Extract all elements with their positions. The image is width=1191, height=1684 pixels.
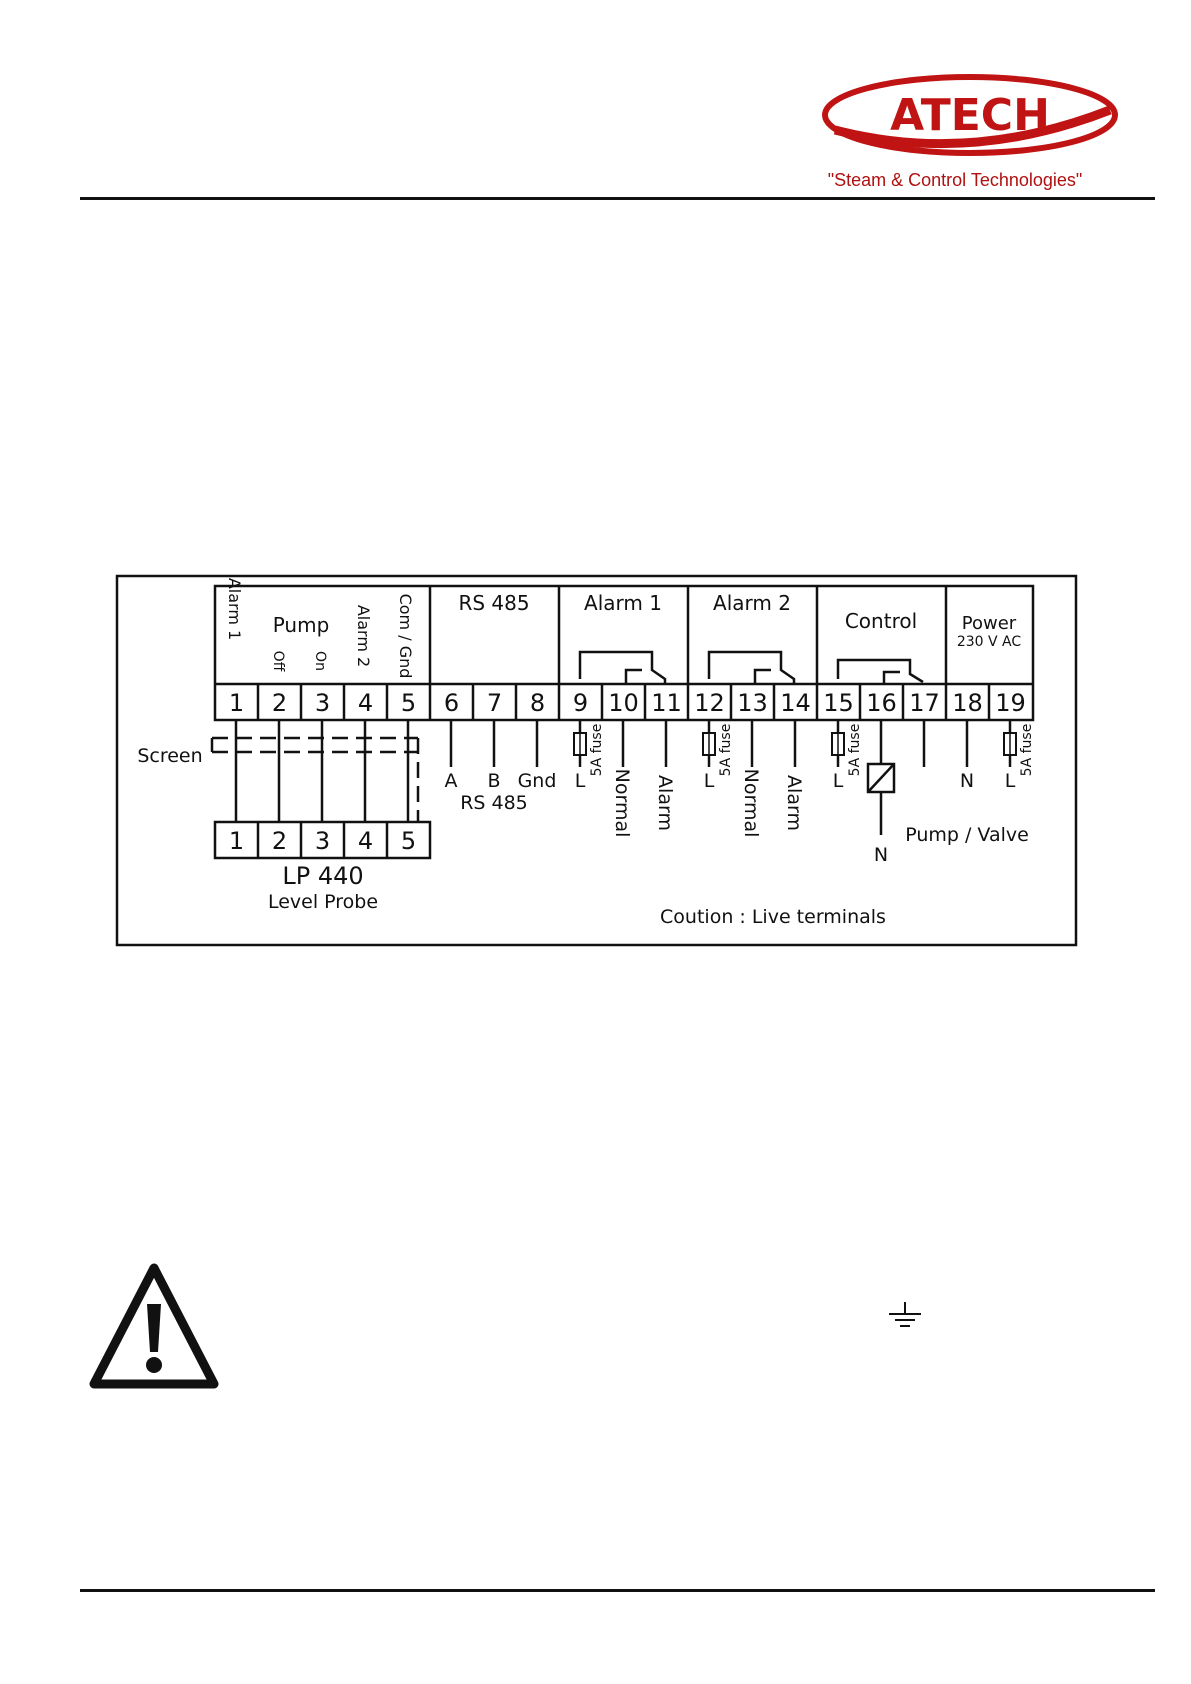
wire-label-l19: L [1005,770,1016,792]
terminal-7: 7 [487,689,502,717]
vlabel-com-gnd: Com / Gnd [396,594,415,679]
group-pump: Pump [273,613,330,637]
wire-label-normal-13: Normal [740,769,762,838]
terminal-8: 8 [530,689,545,717]
terminal-3: 3 [315,689,330,717]
vlabel-off: Off [270,651,286,672]
terminal-15: 15 [823,689,854,717]
wire-label-a: A [445,770,458,792]
terminal-16: 16 [866,689,897,717]
group-power: Power [962,613,1017,634]
terminal-4: 4 [358,689,373,717]
terminal-17: 17 [909,689,940,717]
wire-label-gnd: Gnd [518,770,557,792]
terminal-19: 19 [995,689,1026,717]
probe-terminal-5: 5 [401,827,416,855]
diagram-frame [115,574,1078,947]
wire-label-l12: L [704,770,715,792]
fuse-label-12: 5A fuse [718,724,734,777]
wire-label-n-load: N [874,844,888,866]
wire-label-normal-10: Normal [611,769,633,838]
terminal-13: 13 [737,689,768,717]
terminal-11: 11 [651,689,682,717]
terminal-2: 2 [272,689,287,717]
probe-terminal-1: 1 [229,827,244,855]
wire-label-b: B [487,770,500,792]
logo-text: ATECH [890,90,1050,141]
wire-label-rs485: RS 485 [460,792,528,814]
group-alarm2: Alarm 2 [713,591,791,615]
earth-ground-icon [889,1302,921,1327]
fuse-label-15: 5A fuse [847,724,863,777]
group-power-sub: 230 V AC [957,634,1022,650]
probe-model: LP 440 [282,862,363,890]
caution-text: Coution : Live terminals [660,906,886,928]
probe-terminal-3: 3 [315,827,330,855]
probe-name: Level Probe [268,891,378,913]
header-rule [80,197,1155,200]
wire-label-l9: L [575,770,586,792]
terminal-10: 10 [608,689,639,717]
warning-triangle-icon [89,1263,219,1389]
group-control: Control [845,609,917,633]
probe-terminal-4: 4 [358,827,373,855]
atech-logo: ATECH [822,74,1118,156]
terminal-5: 5 [401,689,416,717]
terminal-18: 18 [952,689,983,717]
tagline: "Steam & Control Technologies" [827,170,1083,190]
vlabel-alarm2: Alarm 2 [354,605,373,667]
wire-label-l15: L [833,770,844,792]
fuse-label-19: 5A fuse [1019,724,1035,777]
wire-label-alarm-14: Alarm [783,775,805,831]
screen-label: Screen [137,745,202,767]
terminal-1: 1 [229,689,244,717]
wire-label-pump-valve: Pump / Valve [905,824,1029,846]
group-alarm1: Alarm 1 [584,591,662,615]
probe-block [213,820,432,860]
probe-terminal-2: 2 [272,827,287,855]
terminal-6: 6 [444,689,459,717]
footer-rule [80,1589,1155,1592]
fuse-label-9: 5A fuse [589,724,605,777]
terminal-9: 9 [573,689,588,717]
terminal-12: 12 [694,689,725,717]
vlabel-on: On [312,651,328,671]
vlabel-alarm1: Alarm 1 [225,578,244,640]
group-rs485: RS 485 [458,591,529,615]
wire-label-alarm-11: Alarm [654,775,676,831]
wire-label-n18: N [960,770,974,792]
terminal-14: 14 [780,689,811,717]
